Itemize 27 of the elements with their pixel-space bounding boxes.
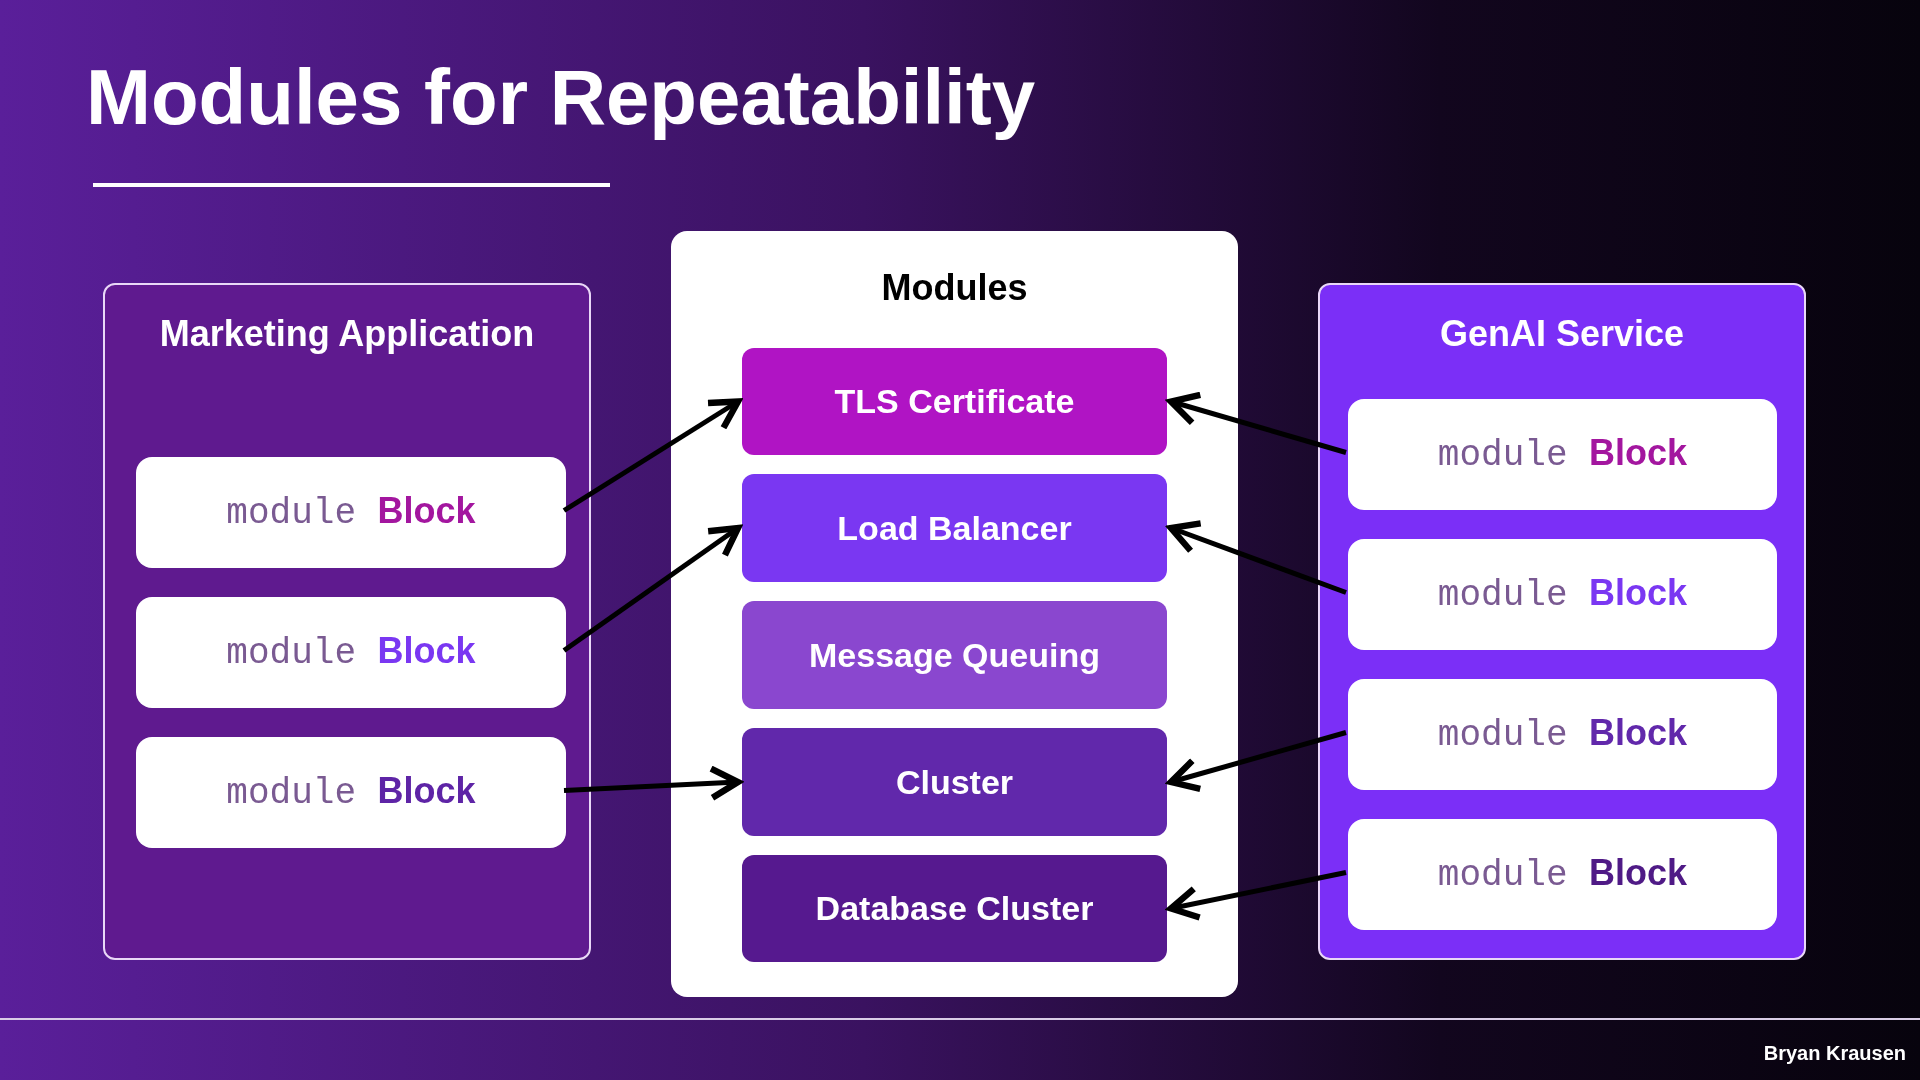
panel-heading: Marketing Application — [158, 312, 536, 356]
module-block-card: module Block — [1348, 399, 1777, 510]
module-block-card: module Block — [136, 737, 566, 848]
arrow — [562, 398, 742, 513]
module-block-card: module Block — [136, 597, 566, 708]
module-box: Cluster — [742, 728, 1167, 836]
arrow — [563, 765, 742, 802]
module-box: Load Balancer — [742, 474, 1167, 582]
arrow — [1167, 730, 1347, 793]
panel-heading: GenAI Service — [1438, 312, 1686, 356]
module-block-card: module Block — [136, 457, 566, 568]
arrow — [562, 524, 742, 653]
arrow — [1167, 391, 1347, 455]
module-block-card: module Block — [1348, 679, 1777, 790]
panel-heading: Modules — [880, 266, 1029, 310]
module-box: Database Cluster — [742, 855, 1167, 962]
module-box: Message Queuing — [742, 601, 1167, 709]
group-panel — [671, 231, 1238, 997]
arrow — [1167, 520, 1347, 595]
module-block-card: module Block — [1348, 539, 1777, 650]
arrow — [1167, 870, 1347, 921]
group-panel — [1318, 283, 1806, 960]
author-credit: Bryan Krausen — [1763, 1041, 1906, 1066]
title: Modules for Repeatability — [86, 55, 1036, 141]
module-box: TLS Certificate — [742, 348, 1167, 455]
module-block-card: module Block — [1348, 819, 1777, 930]
group-panel — [103, 283, 591, 960]
